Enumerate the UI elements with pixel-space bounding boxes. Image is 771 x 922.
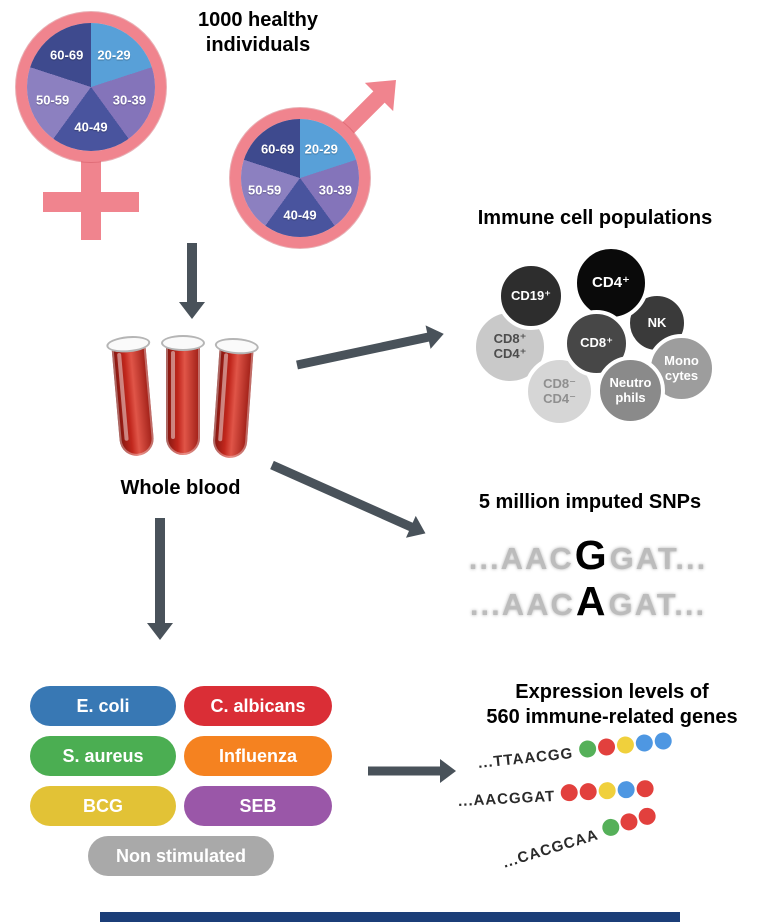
cell-label: phils bbox=[615, 389, 646, 405]
gene-expression-row: ...TTAACGG bbox=[477, 731, 673, 774]
snp-variant-allele: A bbox=[575, 578, 608, 624]
blood-tube-rim bbox=[161, 335, 205, 351]
snp-variant-allele: G bbox=[574, 532, 609, 578]
pill-label: BCG bbox=[83, 795, 123, 816]
arrow-blood-to-immune-cells bbox=[294, 321, 447, 378]
pie-slice-label: 30-39 bbox=[112, 92, 147, 108]
stimulus-pill-bcg: BCG bbox=[30, 786, 176, 826]
snp-sequence-1: ...AACGGAT... bbox=[418, 532, 758, 579]
whole-blood-label: Whole blood bbox=[120, 477, 241, 499]
blood-tube bbox=[160, 335, 206, 459]
cell-label: CD8⁺ bbox=[580, 335, 613, 351]
male-symbol: 20-29 30-39 40-49 50-59 60-69 bbox=[230, 108, 370, 248]
stimulus-pill-s-aureus: S. aureus bbox=[30, 736, 176, 776]
gene-sequence: ...CACGCAA bbox=[500, 825, 601, 872]
cell-cd4: CD4⁺ bbox=[573, 245, 649, 321]
red-bead bbox=[560, 783, 579, 802]
stimulus-pill-c-albicans: C. albicans bbox=[184, 686, 332, 726]
pie-slice-label: 40-49 bbox=[283, 207, 317, 223]
blue-bead bbox=[617, 780, 636, 799]
snp-seq-context: ...AAC bbox=[468, 541, 574, 576]
stimulus-pill-seb: SEB bbox=[184, 786, 332, 826]
cell-neutrophils: Neutro phils bbox=[596, 356, 665, 425]
gene-expression-row: ...AACGGAT bbox=[457, 779, 655, 812]
arrow-stimuli-to-expression bbox=[368, 758, 456, 784]
cell-label: CD4⁺ bbox=[493, 346, 527, 361]
snp-seq-context: GAT... bbox=[608, 587, 707, 622]
pie-slice-label: 40-49 bbox=[74, 119, 108, 135]
bead-chain bbox=[576, 731, 673, 764]
expression-title-line1: Expression levels of bbox=[515, 681, 709, 703]
blood-tube-liquid bbox=[166, 343, 200, 455]
yellow-bead bbox=[598, 781, 617, 800]
female-symbol-crossbar bbox=[43, 192, 139, 212]
red-bead bbox=[618, 811, 640, 833]
pie-slice-label: 60-69 bbox=[50, 47, 84, 63]
red-bead bbox=[596, 737, 616, 757]
blood-tube bbox=[105, 334, 162, 462]
arrow-blood-to-stimuli bbox=[147, 518, 173, 640]
snp-seq-context: ...AAC bbox=[469, 587, 575, 622]
pie-slice-label: 20-29 bbox=[304, 141, 338, 156]
cell-label: CD4⁻ bbox=[543, 390, 576, 406]
snps-title: 5 million imputed SNPs bbox=[478, 491, 702, 513]
red-bead bbox=[636, 805, 658, 827]
immune-populations-title: Immune cell populations bbox=[477, 207, 713, 229]
yellow-bead bbox=[615, 735, 635, 755]
pill-label: Non stimulated bbox=[115, 845, 246, 866]
cell-label: CD4⁺ bbox=[592, 274, 630, 292]
cell-label: CD19⁺ bbox=[510, 287, 552, 303]
cell-label: Neutro bbox=[609, 374, 652, 390]
main-title: 1000 healthy individuals bbox=[197, 9, 319, 56]
blue-bead bbox=[653, 731, 673, 751]
male-age-pie-chart: 20-29 30-39 40-49 50-59 60-69 bbox=[241, 119, 359, 237]
pill-label: C. albicans bbox=[210, 695, 306, 716]
pill-label: Influenza bbox=[218, 745, 297, 766]
blood-tube bbox=[206, 336, 261, 464]
female-age-pie-chart: 20-29 30-39 40-49 50-59 60-69 bbox=[27, 23, 155, 151]
gene-expression-row: ...CACGCAA bbox=[500, 805, 660, 874]
cell-label: NK bbox=[647, 314, 667, 330]
red-bead bbox=[579, 782, 598, 801]
cell-label: cytes bbox=[664, 367, 699, 383]
bead-chain bbox=[559, 779, 655, 807]
pie-slice-label: 60-69 bbox=[260, 141, 295, 156]
cell-monocytes: Mono cytes bbox=[647, 334, 716, 403]
stimulus-pill-e-coli: E. coli bbox=[30, 686, 176, 726]
gene-sequence: ...AACGGAT bbox=[457, 787, 556, 810]
arrow-blood-to-snps bbox=[267, 453, 431, 545]
arrow-individuals-to-blood bbox=[179, 243, 205, 319]
pie-slice-label: 30-39 bbox=[318, 182, 353, 198]
gene-sequence: ...TTAACGG bbox=[477, 744, 574, 772]
snp-sequence-2: ...AACAGAT... bbox=[418, 578, 758, 625]
red-bead bbox=[636, 779, 655, 798]
female-symbol: 20-29 30-39 40-49 50-59 60-69 bbox=[16, 12, 166, 162]
green-bead bbox=[577, 739, 597, 759]
blue-bead bbox=[634, 733, 654, 753]
green-bead bbox=[600, 816, 622, 838]
cell-cd19: CD19⁺ bbox=[497, 262, 565, 330]
pill-label: SEB bbox=[239, 795, 277, 816]
cell-label: Mono bbox=[664, 352, 699, 368]
pie-slice-label: 50-59 bbox=[35, 92, 70, 108]
blood-tube-liquid bbox=[111, 342, 155, 458]
expression-title: Expression levels of 560 immune-related … bbox=[462, 680, 762, 730]
bead-chain bbox=[598, 805, 659, 844]
bottom-bar bbox=[100, 912, 680, 922]
cell-label: CD8⁺ bbox=[493, 331, 527, 347]
snp-seq-context: GAT... bbox=[609, 541, 708, 576]
blood-tube-liquid bbox=[211, 344, 254, 460]
pie-slice-label: 20-29 bbox=[97, 47, 131, 63]
pill-label: S. aureus bbox=[62, 745, 144, 766]
pie-slice-label: 50-59 bbox=[247, 182, 282, 198]
stimulus-pill-influenza: Influenza bbox=[184, 736, 332, 776]
pill-label: E. coli bbox=[76, 695, 130, 716]
cell-label: CD8⁻ bbox=[543, 375, 576, 391]
stimulus-pill-non-stimulated: Non stimulated bbox=[88, 836, 274, 876]
expression-title-line2: 560 immune-related genes bbox=[486, 706, 738, 728]
